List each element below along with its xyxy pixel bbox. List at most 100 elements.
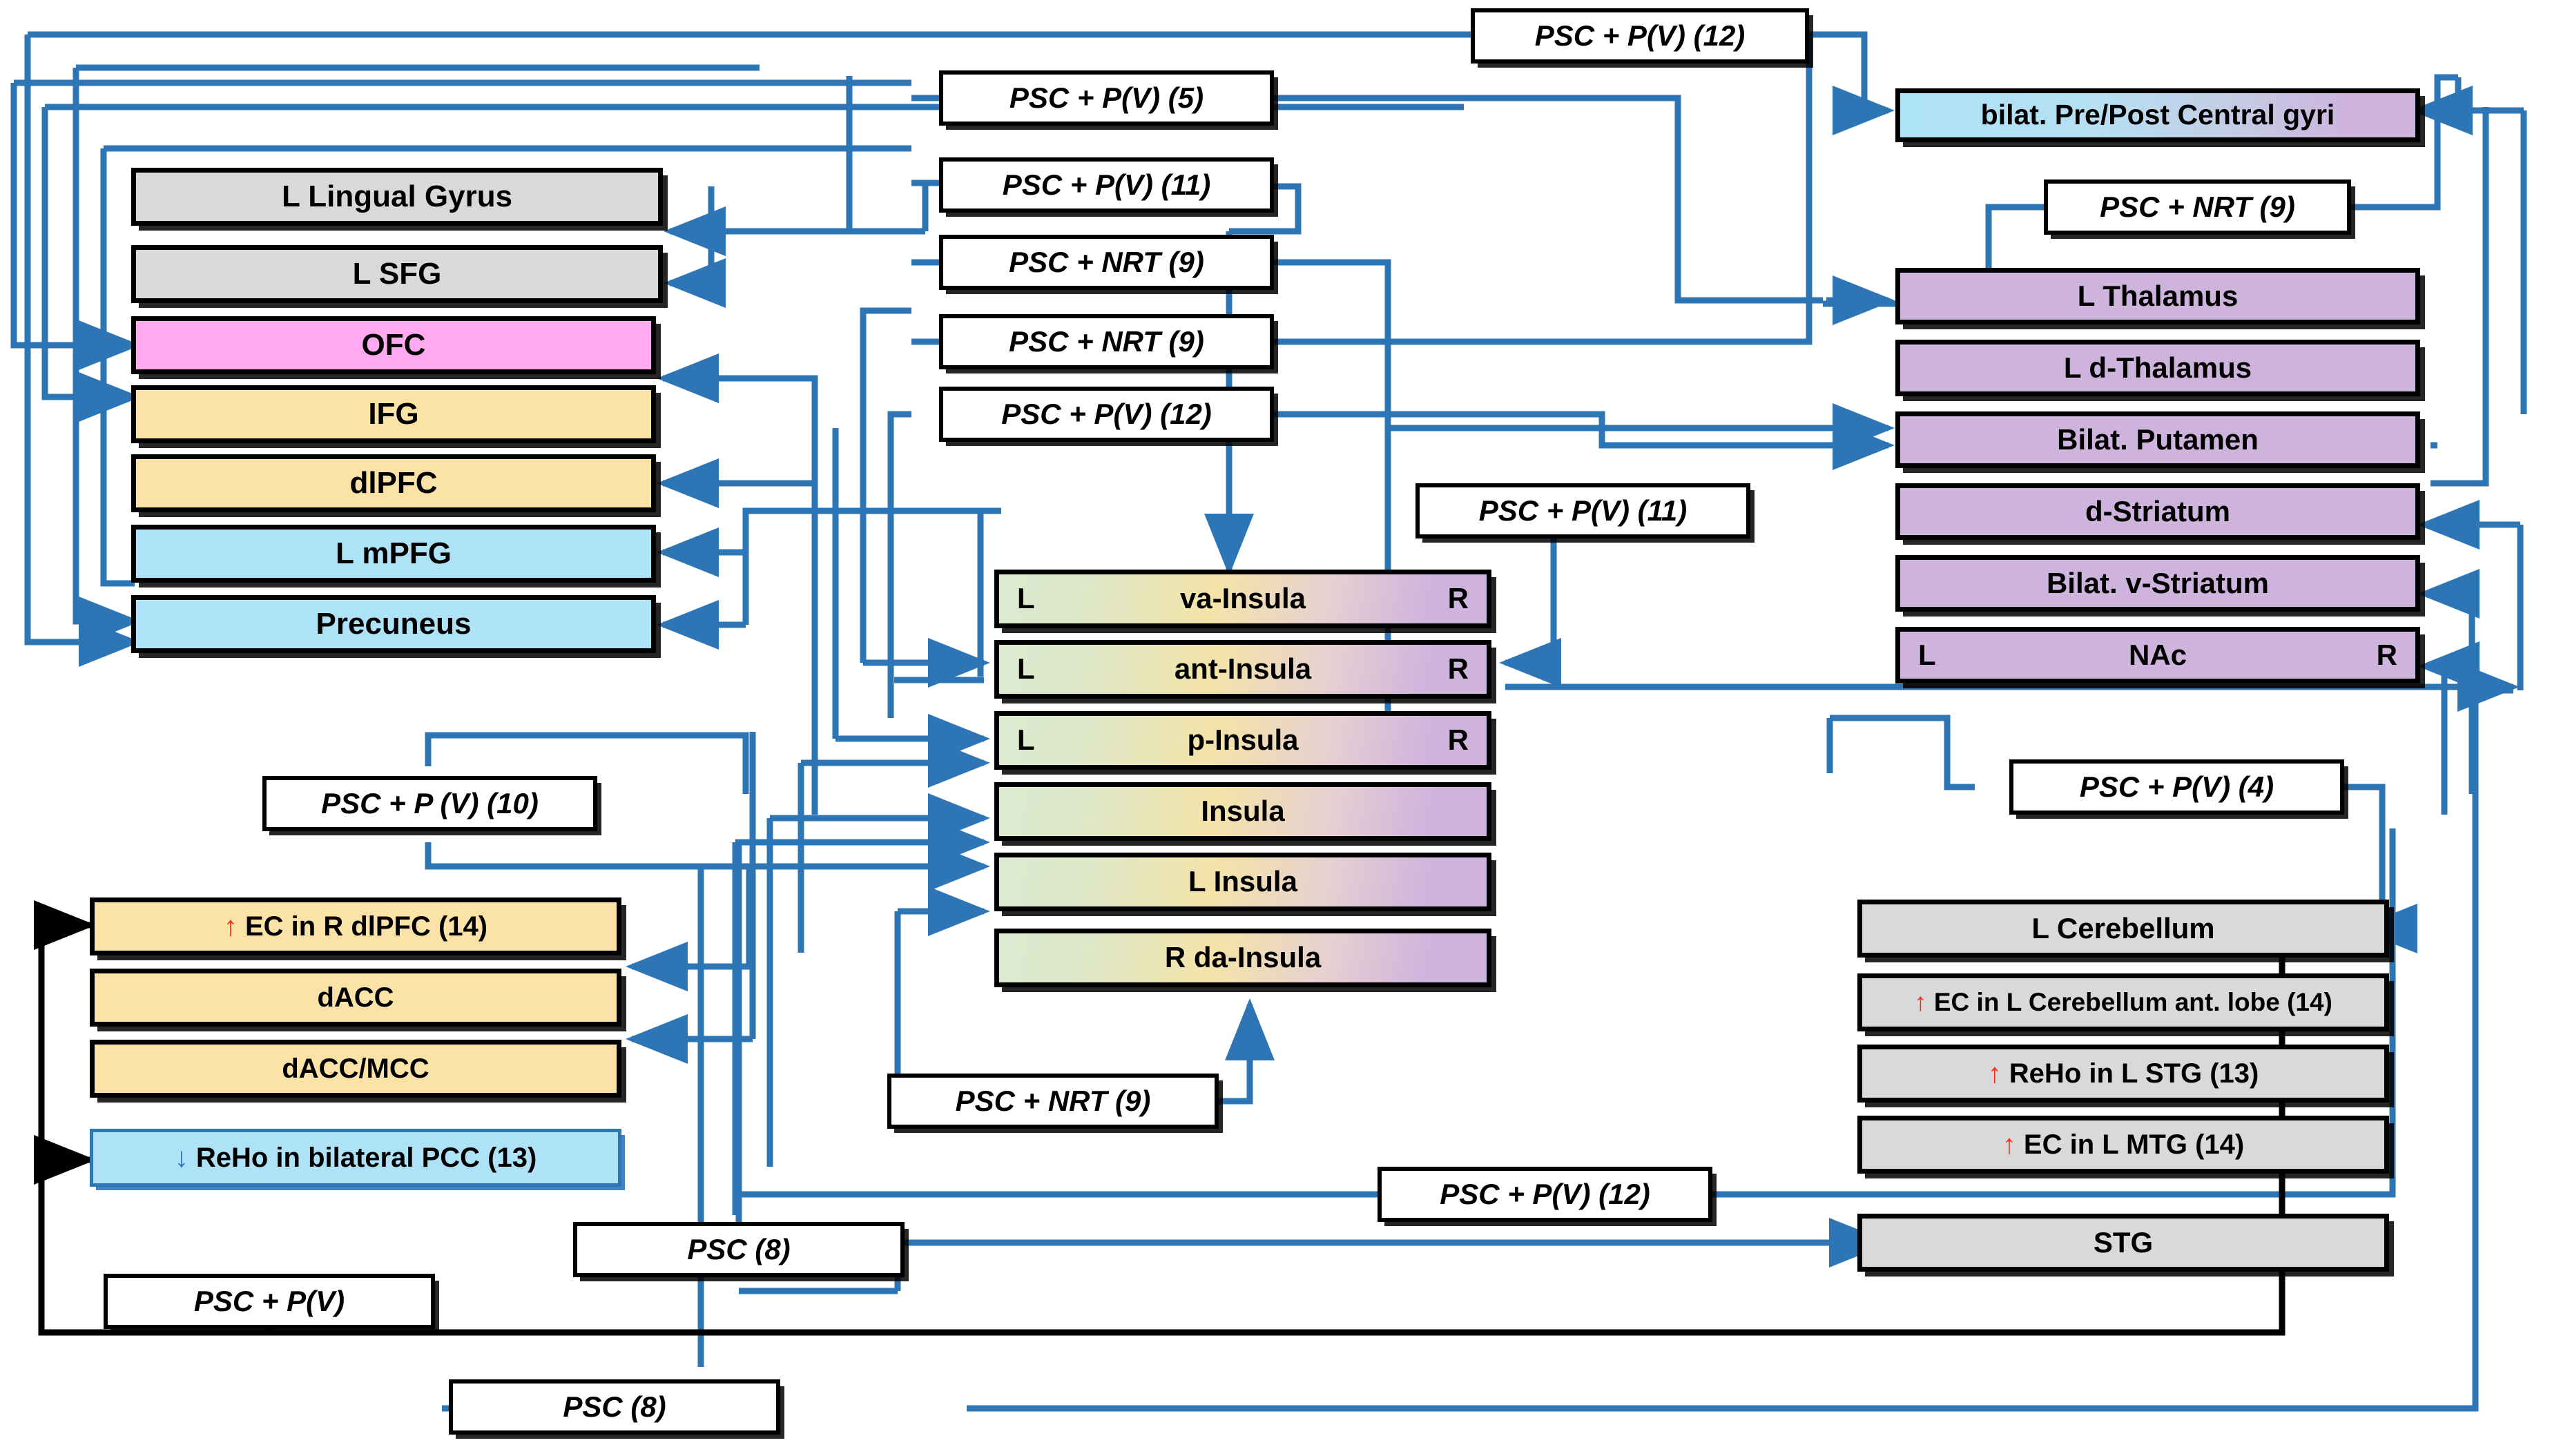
edge-label-psc-nrt-9-c[interactable]: PSC + NRT (9): [887, 1074, 1219, 1129]
edge-label-text: PSC + P(V) (5): [1009, 81, 1204, 114]
node-reho-in-l-stg[interactable]: ↑ ReHo in L STG (13): [1857, 1045, 2389, 1103]
node-label: L mPFG: [336, 536, 452, 570]
node-label: d-Striatum: [2085, 494, 2230, 527]
node-label: Insula: [1201, 795, 1285, 828]
node-reho-in-bilateral-pcc[interactable]: ↓ ReHo in bilateral PCC (13): [90, 1129, 621, 1187]
edge-label-psc-pv-11-b[interactable]: PSC + P(V) (11): [1415, 483, 1750, 538]
edge-label-text: PSC + P(V): [193, 1285, 345, 1317]
node-bilat-pre-post-central-gyri[interactable]: bilat. Pre/Post Central gyri: [1895, 88, 2420, 142]
node-label: ↑ EC in L MTG (14): [1862, 1130, 2384, 1159]
node-l-lingual-gyrus[interactable]: L Lingual Gyrus: [131, 168, 663, 226]
node-label-text: EC in L Cerebellum ant. lobe (14): [1933, 987, 2332, 1016]
node-d-striatum[interactable]: d-Striatum: [1895, 483, 2420, 540]
down-arrow-icon: ↓: [174, 1143, 189, 1173]
node-ifg[interactable]: IFG: [131, 385, 656, 443]
node-label: STG: [2093, 1225, 2154, 1259]
node-dacc-mcc[interactable]: dACC/MCC: [90, 1040, 621, 1098]
edge-label-psc-nrt-9-a[interactable]: PSC + NRT (9): [939, 235, 1274, 290]
node-ant-insula[interactable]: L ant-Insula R: [994, 640, 1491, 699]
node-stg[interactable]: STG: [1857, 1214, 2389, 1272]
node-label: dACC: [317, 982, 394, 1013]
node-l-cerebellum[interactable]: L Cerebellum: [1857, 900, 2389, 958]
up-arrow-icon: ↑: [1987, 1058, 2002, 1089]
node-bilat-v-striatum[interactable]: Bilat. v-Striatum: [1895, 555, 2420, 612]
node-ec-in-l-mtg[interactable]: ↑ EC in L MTG (14): [1857, 1116, 2389, 1174]
node-precuneus[interactable]: Precuneus: [131, 595, 656, 653]
edge-label-psc-pv-11-a[interactable]: PSC + P(V) (11): [939, 157, 1274, 213]
node-label: L SFG: [352, 256, 442, 291]
node-label: L Lingual Gyrus: [281, 179, 513, 213]
node-label: L Cerebellum: [2031, 911, 2215, 944]
edge-label-text: PSC + P(V) (12): [1534, 19, 1746, 52]
edge-label-psc-nrt-9-b[interactable]: PSC + NRT (9): [939, 314, 1274, 369]
node-label-text: ReHo in L STG (13): [2009, 1058, 2259, 1089]
hemisphere-tag-right: R: [1447, 582, 1469, 615]
node-label: dACC/MCC: [282, 1054, 429, 1084]
edge-label-psc-nrt-9-right[interactable]: PSC + NRT (9): [2044, 179, 2351, 235]
node-label: p-Insula: [1187, 724, 1299, 757]
hemisphere-tag-right: R: [1447, 724, 1469, 757]
node-label: ↑ ReHo in L STG (13): [1862, 1059, 2384, 1088]
up-arrow-icon: ↑: [1914, 987, 1927, 1016]
edge-label-text: PSC (8): [687, 1233, 791, 1265]
node-label: OFC: [361, 327, 426, 362]
edge-label-psc-p-v-10[interactable]: PSC + P (V) (10): [262, 776, 597, 831]
hemisphere-tag-right: R: [2376, 638, 2397, 671]
node-label: NAc: [2128, 638, 2187, 671]
node-label: L Insula: [1188, 865, 1297, 898]
node-label: R da-Insula: [1164, 941, 1322, 974]
node-label-text: ReHo in bilateral PCC (13): [195, 1143, 537, 1173]
node-label: dlPFC: [349, 465, 438, 500]
edge-label-text: PSC + P(V) (11): [1478, 494, 1688, 527]
hemisphere-tag-left: L: [1017, 724, 1035, 757]
node-bilat-putamen[interactable]: Bilat. Putamen: [1895, 411, 2420, 468]
edge-label-psc-pv-12-top[interactable]: PSC + P(V) (12): [1471, 8, 1809, 64]
edge-label-psc-8-b[interactable]: PSC (8): [449, 1379, 780, 1435]
edge-label-psc-pv-12-b[interactable]: PSC + P(V) (12): [1378, 1167, 1712, 1222]
node-label: ↑ EC in L Cerebellum ant. lobe (14): [1862, 989, 2384, 1016]
node-insula[interactable]: Insula: [994, 782, 1491, 841]
edge-label-text: PSC + P(V) (4): [2079, 770, 2274, 803]
node-label: ant-Insula: [1174, 652, 1312, 686]
node-label: L Thalamus: [2077, 279, 2239, 312]
node-l-insula[interactable]: L Insula: [994, 853, 1491, 911]
node-l-thalamus[interactable]: L Thalamus: [1895, 268, 2420, 324]
edge-label-text: PSC + NRT (9): [1009, 325, 1204, 358]
node-label: IFG: [368, 396, 419, 431]
edge-label-text: PSC + NRT (9): [1009, 246, 1204, 278]
node-label: Precuneus: [316, 606, 472, 641]
edge-label-text: PSC + NRT (9): [2100, 191, 2295, 223]
edge-label-text: PSC (8): [563, 1390, 666, 1423]
node-label: ↓ ReHo in bilateral PCC (13): [93, 1143, 618, 1172]
node-label: va-Insula: [1179, 582, 1306, 615]
edge-label-text: PSC + P(V) (12): [1440, 1178, 1650, 1210]
hemisphere-tag-left: L: [1017, 652, 1035, 686]
edge-label-psc-pv-12-a[interactable]: PSC + P(V) (12): [939, 387, 1274, 442]
node-ofc[interactable]: OFC: [131, 316, 656, 374]
edge-label-psc-pv-plain[interactable]: PSC + P(V): [104, 1274, 435, 1329]
node-dlpfc[interactable]: dlPFC: [131, 454, 656, 512]
node-ec-in-l-cerebellum-ant-lobe[interactable]: ↑ EC in L Cerebellum ant. lobe (14): [1857, 973, 2389, 1031]
hemisphere-tag-left: L: [1017, 582, 1035, 615]
node-p-insula[interactable]: L p-Insula R: [994, 711, 1491, 770]
node-ec-in-r-dlpfc[interactable]: ↑ EC in R dlPFC (14): [90, 897, 621, 955]
hemisphere-tag-left: L: [1918, 638, 1936, 671]
node-dacc[interactable]: dACC: [90, 969, 621, 1027]
edge-label-text: PSC + P(V) (11): [1002, 168, 1211, 201]
edge-label-text: PSC + NRT (9): [955, 1085, 1151, 1117]
edge-label-psc-pv-5[interactable]: PSC + P(V) (5): [939, 70, 1274, 126]
edge-label-psc-8-a[interactable]: PSC (8): [573, 1222, 905, 1277]
node-label-text: EC in L MTG (14): [2023, 1129, 2245, 1160]
edge-label-psc-pv-4[interactable]: PSC + P(V) (4): [2009, 759, 2344, 815]
node-l-mpfg[interactable]: L mPFG: [131, 525, 656, 583]
up-arrow-icon: ↑: [223, 911, 238, 942]
node-r-da-insula[interactable]: R da-Insula: [994, 929, 1491, 987]
node-va-insula[interactable]: L va-Insula R: [994, 570, 1491, 628]
node-l-d-thalamus[interactable]: L d-Thalamus: [1895, 340, 2420, 396]
node-label: Bilat. Putamen: [2057, 423, 2259, 456]
node-l-sfg[interactable]: L SFG: [131, 245, 663, 303]
node-nac[interactable]: L NAc R: [1895, 627, 2420, 683]
node-label: L d-Thalamus: [2063, 351, 2252, 384]
